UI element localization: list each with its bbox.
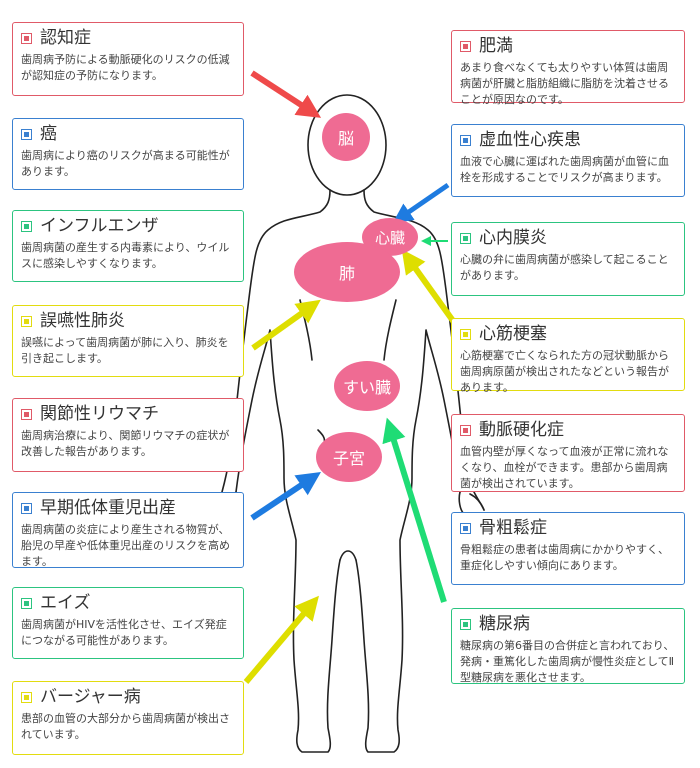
disease-title: 虚血性心疾患 xyxy=(479,130,581,150)
disease-box-influenza: インフルエンザ 歯周病菌の産生する内毒素により、ウイルスに感染しやすくなります。 xyxy=(12,210,244,282)
arrow-dementia xyxy=(250,70,322,118)
red-square-icon xyxy=(21,32,32,44)
disease-description: 血管内壁が厚くなって血液が正常に流れなくなり、血栓ができます。患部から歯周病菌が… xyxy=(460,445,669,490)
yellow-square-icon xyxy=(21,315,32,327)
disease-box-premature-birth: 早期低体重児出産 歯周病菌の炎症により産生される物質が、胎児の早産や低体重児出産… xyxy=(12,492,244,568)
disease-description: 糖尿病の第6番目の合併症と言われており、発病・重篤化した歯周病が慢性炎症としてⅡ… xyxy=(460,639,675,684)
arrow-buerger xyxy=(243,595,319,684)
disease-title: バージャー病 xyxy=(40,687,141,707)
red-square-icon xyxy=(21,408,32,420)
arrow-diabetes xyxy=(382,417,447,603)
disease-box-buerger: バージャー病 患部の血管の大部分から歯周病菌が検出されています。 xyxy=(12,681,244,755)
disease-description: 骨粗鬆症の患者は歯周病にかかりやすく、重症化しやすい傾向にあります。 xyxy=(460,543,669,572)
disease-title: 認知症 xyxy=(40,28,91,48)
disease-description: 歯周病予防による動脈硬化のリスクの低減が認知症の予防になります。 xyxy=(21,53,230,82)
disease-description: 歯周病菌の炎症により産生される物質が、胎児の早産や低体重児出産のリスクを高めます… xyxy=(21,523,230,568)
disease-title: 動脈硬化症 xyxy=(479,420,564,440)
disease-title: 早期低体重児出産 xyxy=(40,498,176,518)
organ-pancreas: すい臓 xyxy=(334,361,400,411)
arrow-pneumonia xyxy=(251,299,321,351)
disease-title: インフルエンザ xyxy=(40,216,159,236)
disease-title: 骨粗鬆症 xyxy=(479,518,547,538)
arrow-myocardial xyxy=(401,249,459,327)
disease-title: エイズ xyxy=(40,593,91,613)
disease-description: 血液で心臓に運ばれた歯周病菌が血管に血栓を形成することでリスクが高まります。 xyxy=(460,155,669,184)
disease-description: 歯周病により癌のリスクが高まる可能性があります。 xyxy=(21,149,230,178)
disease-box-arteriosclerosis: 動脈硬化症 血管内壁が厚くなって血液が正常に流れなくなり、血栓ができます。患部か… xyxy=(451,414,685,492)
disease-box-diabetes: 糖尿病 糖尿病の第6番目の合併症と言われており、発病・重篤化した歯周病が慢性炎症… xyxy=(451,608,685,684)
disease-title: 肥満 xyxy=(479,36,513,56)
disease-description: 歯周病治療により、関節リウマチの症状が改善した報告があります。 xyxy=(21,429,230,458)
disease-description: 歯周病菌の産生する内毒素により、ウイルスに感染しやすくなります。 xyxy=(21,241,230,270)
disease-box-aids: エイズ 歯周病菌がHIVを活性化させ、エイズ発症につながる可能性があります。 xyxy=(12,587,244,659)
disease-box-myocardial-infarction: 心筋梗塞 心筋梗塞で亡くなられた方の冠状動脈から歯周病原菌が検出されたなどという… xyxy=(451,318,685,394)
organ-lung: 肺 xyxy=(294,242,400,302)
organ-uterus: 子宮 xyxy=(316,432,382,482)
red-square-icon xyxy=(460,424,471,436)
blue-square-icon xyxy=(21,502,32,514)
disease-box-obesity: 肥満 あまり食べなくても太りやすい体質は歯周病菌が肝臓と脂肪組織に脂肪を沈着させ… xyxy=(451,30,685,106)
organ-brain: 脳 xyxy=(322,113,370,161)
disease-title: 誤嚥性肺炎 xyxy=(40,311,125,331)
green-square-icon xyxy=(21,597,32,609)
blue-square-icon xyxy=(460,134,471,146)
disease-description: 歯周病菌がHIVを活性化させ、エイズ発症につながる可能性があります。 xyxy=(21,618,227,647)
disease-box-osteoporosis: 骨粗鬆症 骨粗鬆症の患者は歯周病にかかりやすく、重症化しやすい傾向にあります。 xyxy=(451,512,685,585)
red-square-icon xyxy=(460,40,471,52)
disease-box-cancer: 癌 歯周病により癌のリスクが高まる可能性があります。 xyxy=(12,118,244,190)
disease-title: 心内膜炎 xyxy=(479,228,547,248)
blue-square-icon xyxy=(21,128,32,140)
disease-box-endocarditis: 心内膜炎 心臓の弁に歯周病菌が感染して起こることがあります。 xyxy=(451,222,685,296)
yellow-square-icon xyxy=(460,328,471,340)
disease-box-ischemic-heart: 虚血性心疾患 血液で心臓に運ばれた歯周病菌が血管に血栓を形成することでリスクが高… xyxy=(451,124,685,197)
disease-title: 関節性リウマチ xyxy=(40,404,159,424)
green-square-icon xyxy=(460,618,471,630)
arrows xyxy=(243,70,459,684)
disease-title: 癌 xyxy=(40,124,57,144)
disease-description: 誤嚥によって歯周病菌が肺に入り、肺炎を引き起こします。 xyxy=(21,336,229,365)
disease-box-rheumatoid: 関節性リウマチ 歯周病治療により、関節リウマチの症状が改善した報告があります。 xyxy=(12,398,244,472)
disease-title: 糖尿病 xyxy=(479,614,530,634)
yellow-square-icon xyxy=(21,691,32,703)
arrow-birth xyxy=(250,472,321,521)
disease-title: 心筋梗塞 xyxy=(479,324,547,344)
arrow-ischemic xyxy=(392,182,450,224)
disease-description: 心臓の弁に歯周病菌が感染して起こることがあります。 xyxy=(460,253,669,282)
blue-square-icon xyxy=(460,522,471,534)
green-square-icon xyxy=(21,220,32,232)
disease-box-dementia: 認知症 歯周病予防による動脈硬化のリスクの低減が認知症の予防になります。 xyxy=(12,22,244,96)
disease-description: 患部の血管の大部分から歯周病菌が検出されています。 xyxy=(21,712,230,741)
green-square-icon xyxy=(460,232,471,244)
disease-box-aspiration-pneumonia: 誤嚥性肺炎 誤嚥によって歯周病菌が肺に入り、肺炎を引き起こします。 xyxy=(12,305,244,377)
body-outline xyxy=(211,94,485,753)
organ-heart: 心臓 xyxy=(362,218,418,256)
disease-description: 心筋梗塞で亡くなられた方の冠状動脈から歯周病原菌が検出されたなどという報告があり… xyxy=(460,349,669,394)
disease-description: あまり食べなくても太りやすい体質は歯周病菌が肝臓と脂肪組織に脂肪を沈着させること… xyxy=(460,61,669,106)
